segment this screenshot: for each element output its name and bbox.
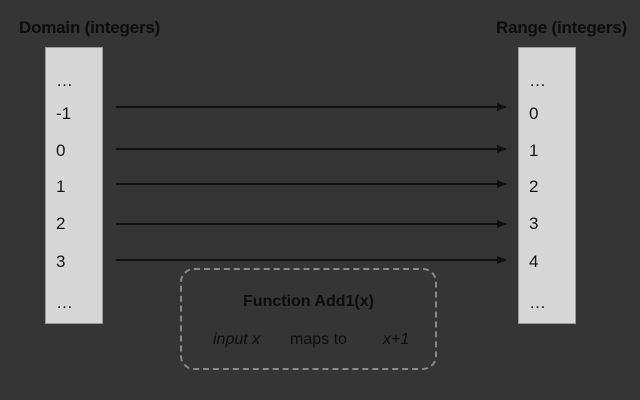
domain-heading: Domain (integers) (19, 18, 161, 37)
function-title: Function Add1(x) (243, 293, 374, 310)
function-box: Function Add1(x) input x maps to x+1 (180, 268, 437, 370)
domain-item: 2 (56, 214, 66, 233)
function-input-label: input x (213, 331, 261, 348)
range-item: 1 (529, 141, 539, 160)
range-item: 4 (529, 252, 539, 271)
domain-ellipsis-top: … (56, 71, 73, 90)
range-ellipsis-bottom: … (529, 293, 546, 312)
range-ellipsis-top: … (529, 71, 546, 90)
range-item: 2 (529, 177, 539, 196)
function-output-label: x+1 (383, 331, 410, 348)
function-maps-to-label: maps to (290, 331, 347, 348)
domain-ellipsis-bottom: … (56, 293, 73, 312)
range-item: 3 (529, 214, 539, 233)
range-item: 0 (529, 104, 539, 123)
domain-item: 3 (56, 252, 66, 271)
domain-item: -1 (56, 104, 72, 123)
range-column: … 0 1 2 3 4 … (518, 47, 576, 324)
domain-column: … -1 0 1 2 3 … (45, 47, 103, 324)
domain-item: 0 (56, 141, 66, 160)
domain-item: 1 (56, 177, 66, 196)
range-heading: Range (integers) (496, 18, 627, 37)
